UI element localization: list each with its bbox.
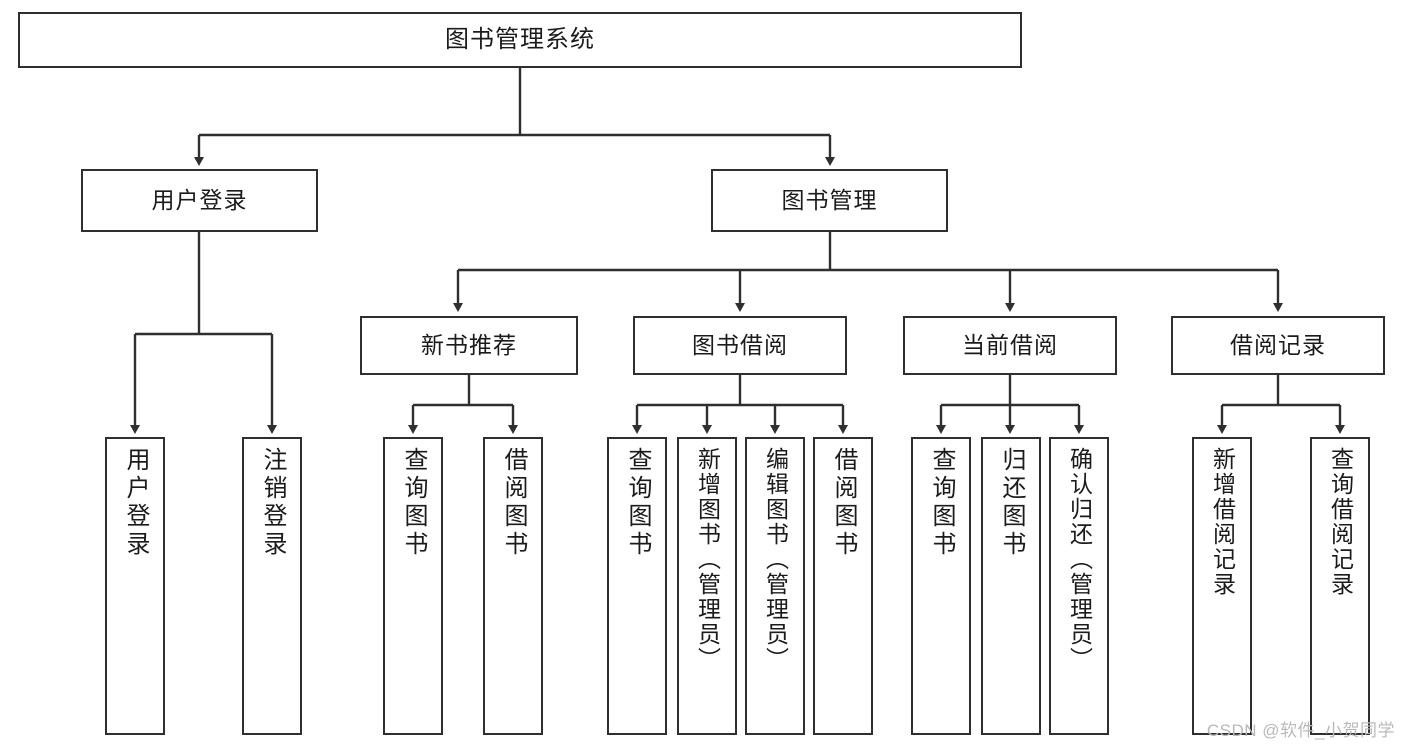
node-label: 查询图书	[400, 447, 427, 559]
node-label: 图书管理	[781, 186, 878, 213]
leaf-record-query-borrow-record[interactable]: 查询借阅记录	[1310, 437, 1370, 735]
node-borrowing-record[interactable]: 借阅记录	[1171, 316, 1385, 375]
node-label: 新书推荐	[421, 331, 517, 358]
leaf-borrow-edit-book-admin[interactable]: 编辑图书（管理员）	[745, 437, 805, 735]
leaf-borrow-query-books[interactable]: 查询图书	[607, 437, 667, 735]
node-current-borrowing[interactable]: 当前借阅	[903, 316, 1117, 375]
node-label: 借阅记录	[1230, 331, 1326, 358]
csdn-watermark: CSDN @软件_小贺同学	[1206, 721, 1395, 740]
node-label: 确认归还（管理员）	[1066, 447, 1093, 672]
node-label: 用户登录	[151, 186, 248, 213]
node-label: 查询借阅记录	[1327, 447, 1354, 597]
leaf-user-login-logout[interactable]: 注销登录	[242, 437, 302, 735]
leaf-record-add-borrow-record[interactable]: 新增借阅记录	[1192, 437, 1252, 735]
leaf-new-book-query-books[interactable]: 查询图书	[383, 437, 443, 735]
node-label: 编辑图书（管理员）	[762, 447, 789, 672]
leaf-user-login-login[interactable]: 用户登录	[105, 437, 165, 735]
node-label: 新增借阅记录	[1209, 447, 1236, 597]
leaf-new-book-borrow-books[interactable]: 借阅图书	[483, 437, 543, 735]
leaf-borrow-add-book-admin[interactable]: 新增图书（管理员）	[677, 437, 737, 735]
node-label: 归还图书	[998, 447, 1025, 559]
node-user-login[interactable]: 用户登录	[81, 169, 318, 232]
leaf-current-confirm-return-admin[interactable]: 确认归还（管理员）	[1049, 437, 1109, 735]
node-book-borrowing[interactable]: 图书借阅	[633, 316, 847, 375]
node-label: 查询图书	[928, 447, 955, 559]
leaf-current-query-books[interactable]: 查询图书	[911, 437, 971, 735]
node-label: 当前借阅	[962, 331, 1058, 358]
leaf-borrow-borrow-books[interactable]: 借阅图书	[813, 437, 873, 735]
node-label: 查询图书	[624, 447, 651, 559]
node-label: 图书借阅	[692, 331, 788, 358]
node-root-book-management-system[interactable]: 图书管理系统	[18, 12, 1022, 68]
node-new-book-recommendation[interactable]: 新书推荐	[360, 316, 578, 375]
node-label: 新增图书（管理员）	[694, 447, 721, 672]
leaf-current-return-books[interactable]: 归还图书	[981, 437, 1041, 735]
node-label: 用户登录	[122, 447, 149, 559]
node-book-management[interactable]: 图书管理	[711, 169, 948, 232]
node-label: 借阅图书	[500, 447, 527, 559]
node-label: 借阅图书	[830, 447, 857, 559]
node-label: 注销登录	[259, 447, 286, 559]
node-label: 图书管理系统	[445, 25, 595, 53]
